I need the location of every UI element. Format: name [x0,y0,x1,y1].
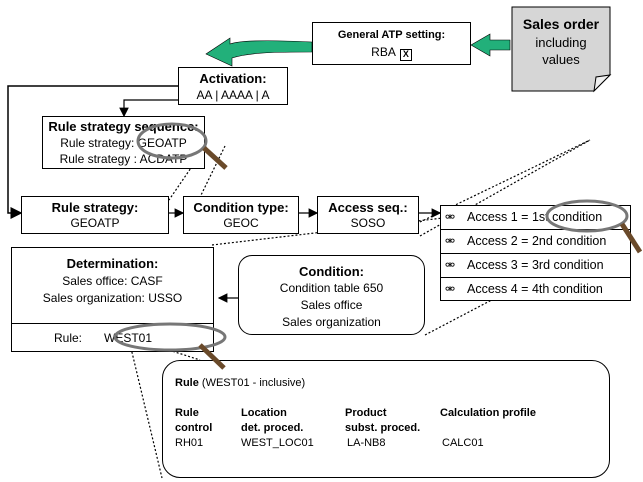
key-icon: ⚮ [445,210,456,224]
sales-order-document [511,6,612,93]
green-arrow-activation [205,37,313,67]
access-label: Access 2 = 2nd condition [467,234,607,248]
activation-title: Activation: [199,71,267,86]
access-seq-title: Access seq.: [328,200,408,215]
general-atp-checkbox: X [399,49,412,61]
access-row: ⚮ Access 3 = 3rd condition [441,254,630,278]
condition-line2: Sales office [300,298,363,312]
activation-box: Activation: AA | AAAA | A [178,67,288,105]
condition-title: Condition: [299,264,364,279]
condition-line3: Sales organization [282,315,381,329]
key-icon: ⚮ [445,282,456,296]
rule-col-header: Calculation profile [440,407,536,419]
determination-line2: Sales organization: USSO [42,291,183,305]
determination-line1: Sales office: CASF [62,274,163,288]
determination-title: Determination: [66,256,159,271]
access-seq-value: SOSO [350,216,386,230]
determination-rule-label: Rule: [54,331,83,345]
rule-strategy-sequence-line1: Rule strategy: GEOATP [60,136,187,150]
rule-strategy-sequence-line2: Rule strategy : ACDATP [59,152,188,166]
rule-detail-box: Rule (WEST01 - inclusive) Rule control R… [162,360,610,478]
condition-type-title: Condition type: [193,200,289,215]
rule-col-value: WEST_LOC01 [241,437,314,449]
rule-col-value: CALC01 [442,437,484,449]
sales-order-line2: values [542,52,580,67]
rule-col-value: RH01 [175,437,204,449]
access-label: Access 3 = 3rd condition [467,258,604,272]
rule-strategy-sequence-box: Rule strategy sequence: Rule strategy: G… [42,116,205,169]
green-arrow-salesorder [470,33,511,57]
rule-detail-title: Rule [175,377,199,389]
general-atp-title: General ATP setting: [337,29,446,41]
condition-box: Condition: Condition table 650 Sales off… [238,255,425,335]
connector-activation-to-rule-strategy [7,85,178,219]
rule-col-header: Product [345,407,387,419]
access-row: ⚮ Access 4 = 4th condition [441,278,630,301]
access-list: ⚮ Access 1 = 1st condition ⚮ Access 2 = … [440,205,631,301]
general-atp-value: RBA [371,45,396,59]
access-row: ⚮ Access 2 = 2nd condition [441,230,630,254]
rule-detail-heading: Rule (WEST01 - inclusive) [175,377,305,389]
rule-col-header: Rule [175,407,199,419]
rule-col-value: LA-NB8 [347,437,386,449]
condition-line1: Condition table 650 [279,281,384,295]
rule-strategy-title: Rule strategy: [51,200,139,215]
determination-box: Determination: Sales office: CASF Sales … [11,247,214,352]
key-icon: ⚮ [445,234,456,248]
determination-divider [12,323,213,324]
sales-order-title: Sales order [522,16,600,32]
key-icon: ⚮ [445,258,456,272]
access-row: ⚮ Access 1 = 1st condition [441,206,630,230]
rule-strategy-value: GEOATP [70,216,120,230]
condition-type-box: Condition type: GEOC [183,196,299,234]
determination-rule-value: WEST01 [104,331,153,345]
condition-type-value: GEOC [223,216,259,230]
sales-order-line1: including [535,35,587,50]
rule-strategy-sequence-title: Rule strategy sequence: [48,119,199,134]
rule-col-header: control [175,422,213,434]
activation-value: AA | AAAA | A [196,88,270,102]
rule-col-header: Location [241,407,287,419]
rule-strategy-box: Rule strategy: GEOATP [21,196,169,234]
rule-col-header: subst. proced. [345,422,421,434]
access-label: Access 4 = 4th condition [467,282,603,296]
access-seq-box: Access seq.: SOSO [317,196,419,234]
rule-col-header: det. proced. [241,422,304,434]
rule-detail-subtitle: (WEST01 - inclusive) [201,377,306,389]
access-label: Access 1 = 1st condition [467,210,603,224]
